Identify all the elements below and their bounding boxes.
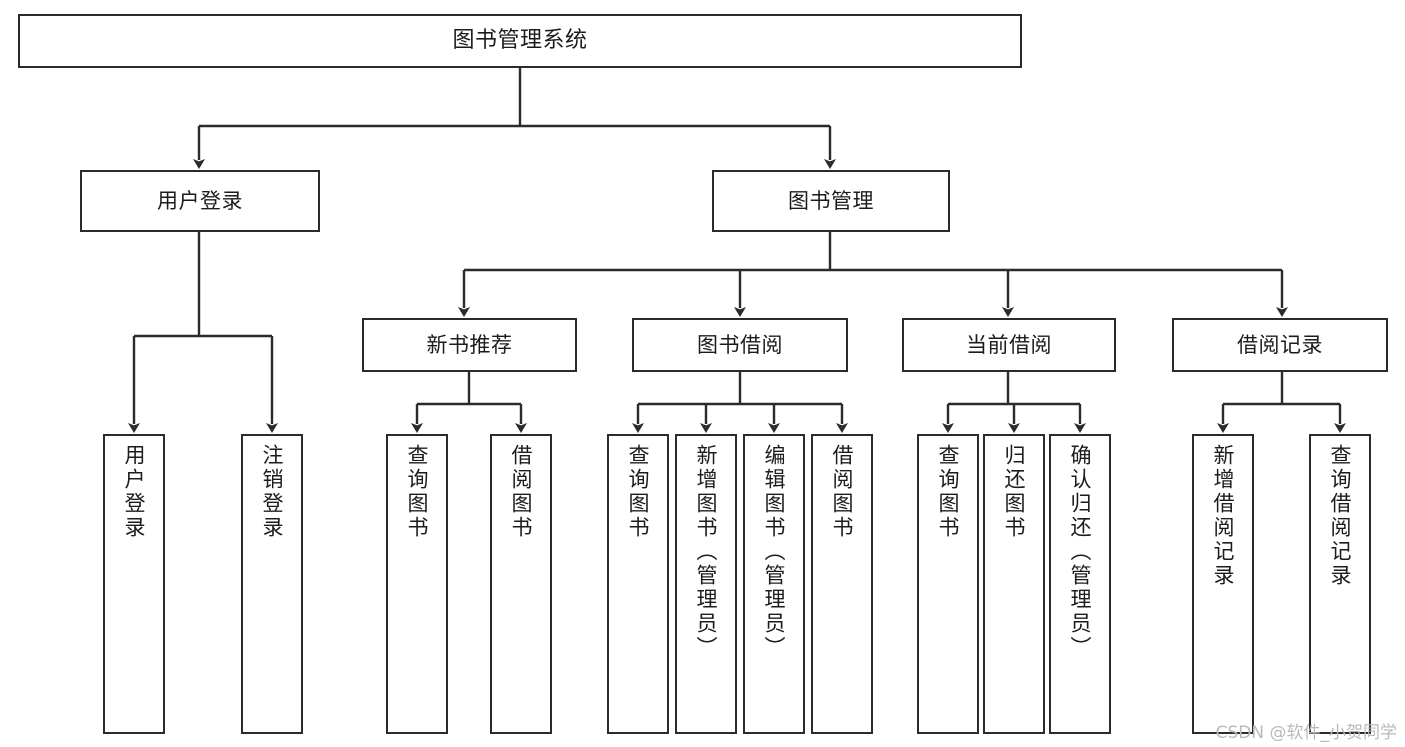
node-leaf-logout-login-label: 注销登录 (260, 444, 285, 540)
node-leaf-query-book-2[interactable]: 查询图书 (607, 434, 669, 734)
node-user-login-label: 用户登录 (157, 188, 243, 213)
node-book-manage[interactable]: 图书管理 (712, 170, 950, 232)
node-book-borrow[interactable]: 图书借阅 (632, 318, 848, 372)
csdn-watermark: CSDN @软件_小贺同学 (1215, 723, 1397, 743)
node-leaf-query-borrow-record-label: 查询借阅记录 (1328, 444, 1353, 588)
node-leaf-query-book-1-label: 查询图书 (405, 444, 430, 540)
node-leaf-add-book-admin-label: 新增图书（管理员） (694, 444, 719, 660)
node-leaf-borrow-book-1-label: 借阅图书 (509, 444, 534, 540)
node-leaf-borrow-book-2-label: 借阅图书 (830, 444, 855, 540)
node-user-login[interactable]: 用户登录 (80, 170, 320, 232)
node-new-book-recommend-label: 新书推荐 (426, 332, 513, 357)
node-leaf-user-login-label: 用户登录 (122, 444, 147, 540)
node-book-borrow-label: 图书借阅 (697, 332, 783, 357)
node-leaf-add-borrow-record-label: 新增借阅记录 (1211, 444, 1236, 588)
node-leaf-borrow-book-2[interactable]: 借阅图书 (811, 434, 873, 734)
node-borrow-record[interactable]: 借阅记录 (1172, 318, 1388, 372)
node-leaf-query-book-3-label: 查询图书 (936, 444, 961, 540)
node-leaf-logout-login[interactable]: 注销登录 (241, 434, 303, 734)
node-root-label: 图书管理系统 (452, 28, 588, 54)
node-leaf-borrow-book-1[interactable]: 借阅图书 (490, 434, 552, 734)
node-leaf-user-login[interactable]: 用户登录 (103, 434, 165, 734)
node-leaf-query-borrow-record[interactable]: 查询借阅记录 (1309, 434, 1371, 734)
node-leaf-query-book-2-label: 查询图书 (626, 444, 651, 540)
node-leaf-edit-book-admin[interactable]: 编辑图书（管理员） (743, 434, 805, 734)
node-current-borrow-label: 当前借阅 (966, 332, 1052, 357)
node-leaf-confirm-return-admin[interactable]: 确认归还（管理员） (1049, 434, 1111, 734)
node-leaf-query-book-1[interactable]: 查询图书 (386, 434, 448, 734)
node-root[interactable]: 图书管理系统 (18, 14, 1022, 68)
node-leaf-return-book-label: 归还图书 (1002, 444, 1027, 540)
node-book-manage-label: 图书管理 (788, 188, 874, 213)
node-leaf-add-borrow-record[interactable]: 新增借阅记录 (1192, 434, 1254, 734)
node-leaf-add-book-admin[interactable]: 新增图书（管理员） (675, 434, 737, 734)
node-leaf-return-book[interactable]: 归还图书 (983, 434, 1045, 734)
node-current-borrow[interactable]: 当前借阅 (902, 318, 1116, 372)
node-leaf-query-book-3[interactable]: 查询图书 (917, 434, 979, 734)
node-new-book-recommend[interactable]: 新书推荐 (362, 318, 577, 372)
node-borrow-record-label: 借阅记录 (1237, 332, 1323, 357)
node-leaf-edit-book-admin-label: 编辑图书（管理员） (762, 444, 787, 660)
node-leaf-confirm-return-admin-label: 确认归还（管理员） (1068, 444, 1093, 660)
